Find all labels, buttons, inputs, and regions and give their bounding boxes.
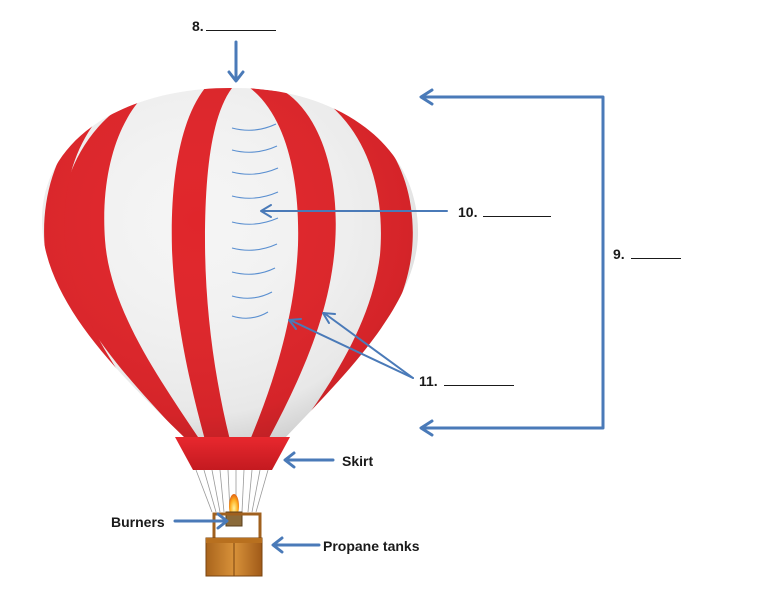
label-8: 8.	[192, 17, 276, 34]
seams	[231, 123, 279, 319]
bracket-9	[419, 88, 605, 437]
label-9-number: 9.	[613, 246, 625, 262]
balloon-skirt	[175, 437, 290, 470]
label-burners: Burners	[111, 514, 165, 530]
label-10: 10.	[458, 203, 552, 220]
arrow-propane-tanks	[271, 536, 321, 554]
balloon-envelope	[42, 87, 419, 438]
suspension-cables	[195, 469, 269, 513]
arrow-11-b	[322, 312, 414, 379]
arrow-8	[227, 40, 245, 83]
label-9: 9.	[613, 245, 681, 262]
annotation-arrows	[227, 40, 605, 437]
label-10-number: 10.	[458, 204, 478, 220]
arrow-skirt	[283, 451, 335, 469]
arrow-10	[260, 204, 448, 218]
answer-blank-10[interactable]	[483, 203, 552, 217]
arrow-11-a	[288, 318, 414, 379]
basket-frame	[212, 512, 262, 540]
label-skirt: Skirt	[342, 453, 374, 469]
label-8-number: 8.	[192, 18, 204, 34]
label-propane-tanks: Propane tanks	[323, 538, 420, 554]
answer-blank-9[interactable]	[630, 245, 681, 259]
label-11: 11.	[419, 372, 514, 389]
arrow-burners	[173, 512, 229, 530]
answer-blank-11[interactable]	[443, 372, 514, 386]
label-11-number: 11.	[419, 373, 438, 389]
answer-blank-8[interactable]	[205, 17, 276, 31]
